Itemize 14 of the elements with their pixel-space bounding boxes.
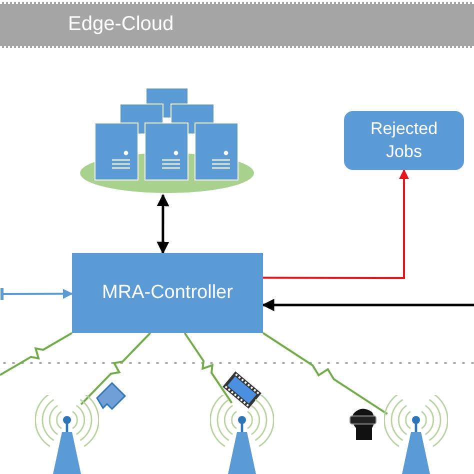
box-label: MRA-Controller (102, 282, 233, 304)
box-label: Rejected Jobs (369, 118, 439, 162)
arrow (263, 169, 409, 279)
banner-title: Edge-Cloud (68, 13, 174, 36)
arrow (0, 288, 73, 300)
wireless-link (80, 332, 152, 406)
cloud-banner (0, 2, 474, 48)
process-box (344, 111, 464, 170)
arrow (156, 194, 170, 254)
wireless-link (0, 332, 72, 376)
arrow (262, 298, 474, 312)
controller-box (72, 253, 263, 333)
wireless-link (262, 332, 388, 415)
wireless-link (184, 332, 233, 404)
